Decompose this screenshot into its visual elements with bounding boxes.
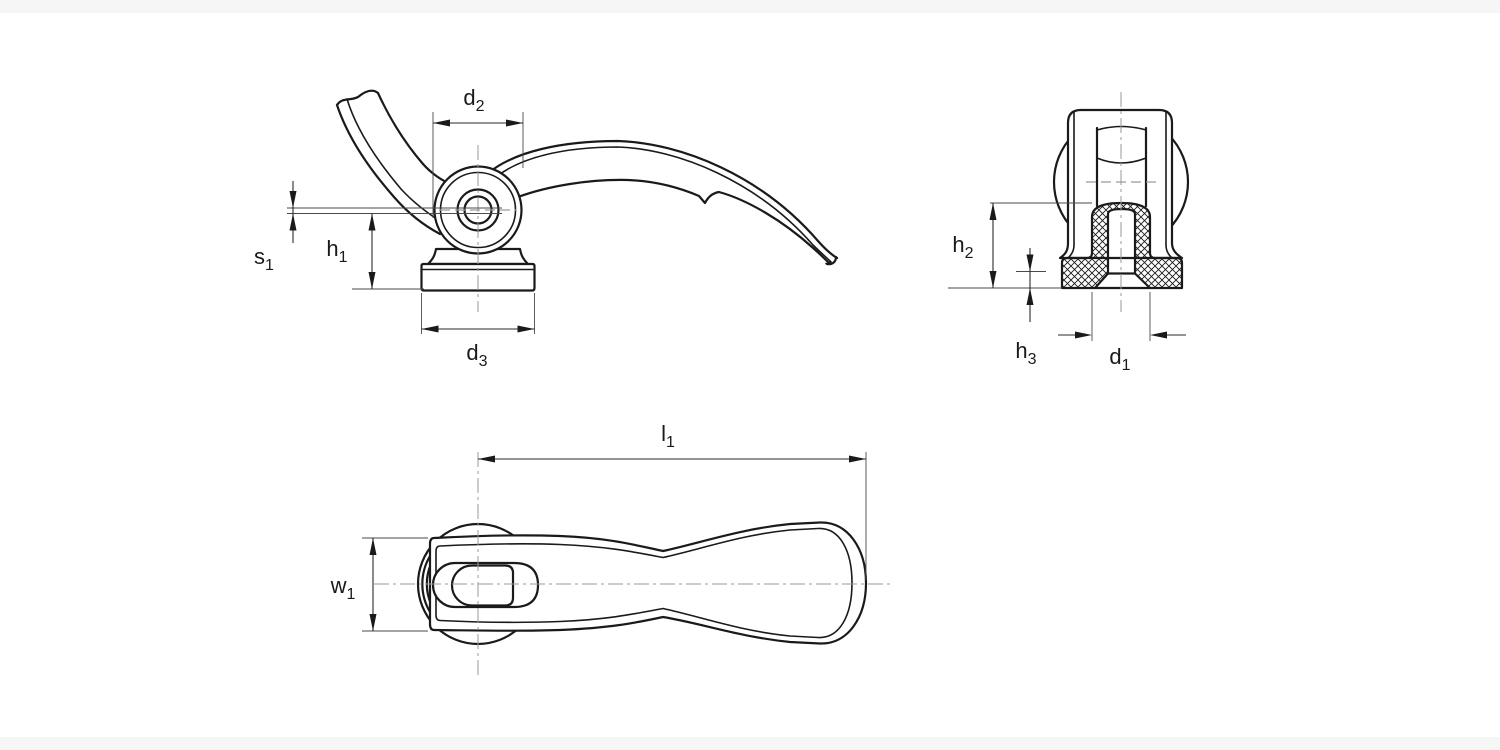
dimension-s1: s1 bbox=[254, 181, 297, 274]
dimension-label-d1: d1 bbox=[1109, 344, 1130, 374]
top-view: l1 w1 bbox=[330, 421, 892, 679]
dimension-label-d2: d2 bbox=[463, 85, 484, 115]
dimension-label-h2: h2 bbox=[952, 232, 973, 262]
dimension-l1: l1 bbox=[478, 421, 867, 580]
top-margin-band bbox=[0, 0, 1500, 13]
handle-lower-edge bbox=[516, 178, 831, 265]
dimension-label-l1: l1 bbox=[661, 421, 675, 451]
knurled-bushing-and-flange bbox=[1060, 201, 1184, 290]
dimension-label-h3: h3 bbox=[1015, 338, 1036, 368]
dimension-label-w1: w1 bbox=[330, 573, 356, 603]
body-slot bbox=[1095, 125, 1148, 208]
dimension-d2: d2 bbox=[432, 85, 524, 218]
bottom-margin-band bbox=[0, 737, 1500, 750]
dimension-h2: h2 bbox=[952, 203, 997, 288]
dimension-label-d3: d3 bbox=[466, 340, 487, 370]
dimension-label-h1: h1 bbox=[326, 236, 347, 266]
cam-boss-in-slot bbox=[450, 564, 515, 607]
dimension-h3: h3 bbox=[1015, 248, 1037, 368]
arm-end-cut bbox=[335, 89, 380, 107]
dimension-d3: d3 bbox=[421, 293, 535, 370]
dimension-label-s1: s1 bbox=[254, 244, 274, 274]
side-view: d2 s1 h1 d3 bbox=[254, 85, 839, 370]
front-view: h2 h3 d1 bbox=[948, 92, 1190, 374]
handle-outline-top bbox=[428, 521, 868, 645]
body-left-inner-line bbox=[1068, 111, 1075, 258]
handle-inner-contour bbox=[435, 527, 853, 639]
dimension-d1: d1 bbox=[1058, 292, 1186, 374]
body-right-inner-line bbox=[1165, 111, 1172, 258]
dimension-h1: h1 bbox=[326, 213, 376, 289]
lever-arm-closed bbox=[489, 139, 839, 266]
dimension-w1: w1 bbox=[330, 537, 428, 632]
lever-arm-open bbox=[335, 89, 455, 236]
flange-edge-arc bbox=[421, 554, 432, 614]
